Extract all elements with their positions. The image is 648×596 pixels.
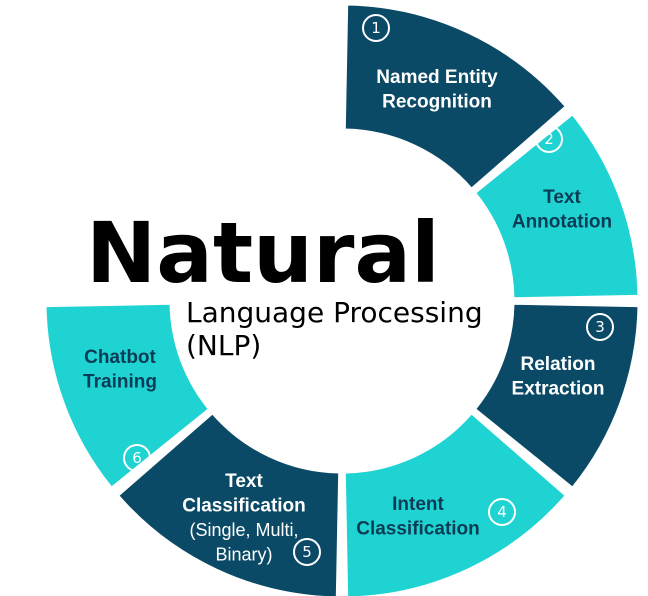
title-main: Natural (86, 204, 440, 302)
segment-3-arc (475, 303, 639, 488)
segment-5-label-line: Binary) (215, 545, 272, 565)
segment-6-arc (45, 303, 209, 488)
number-badge-3 (586, 313, 614, 341)
segment-1-label-line: Recognition (382, 92, 492, 113)
number-badge-6 (123, 444, 151, 472)
segment-4-label-line: Intent (392, 494, 444, 515)
segment-2-label-line: Annotation (512, 212, 612, 233)
number-badge-5 (293, 538, 321, 566)
segment-6-label-line: Chatbot (84, 347, 156, 368)
segment-1-arc (344, 4, 566, 189)
segment-3-label-line: Extraction (512, 379, 605, 400)
segment-3-label-line: Relation (521, 354, 596, 375)
segment-4-arc (344, 413, 566, 596)
segment-6-label-line: Training (83, 372, 157, 393)
number-badge-2 (535, 125, 563, 153)
title-sub-line1: Language Processing (186, 296, 483, 329)
segment-5-arc (118, 413, 340, 596)
segment-4-label-line: Classification (356, 519, 480, 540)
number-label-2: 2 (544, 130, 554, 148)
segment-5-label-line: Classification (182, 496, 306, 517)
segment-1-label-line: Named Entity (376, 67, 498, 88)
number-label-3: 3 (595, 318, 605, 336)
title-sub-line2: (NLP) (186, 329, 261, 362)
segment-2-label-line: Text (543, 187, 581, 208)
segment-2-arc (475, 114, 639, 299)
number-badge-4 (488, 498, 516, 526)
segment-5-label-line: (Single, Multi, (189, 520, 298, 540)
number-label-1: 1 (371, 19, 381, 37)
number-label-5: 5 (302, 543, 312, 561)
number-badge-1 (362, 14, 390, 42)
number-label-4: 4 (497, 503, 507, 521)
segment-5-label-line: Text (225, 471, 263, 492)
number-label-6: 6 (132, 449, 142, 467)
